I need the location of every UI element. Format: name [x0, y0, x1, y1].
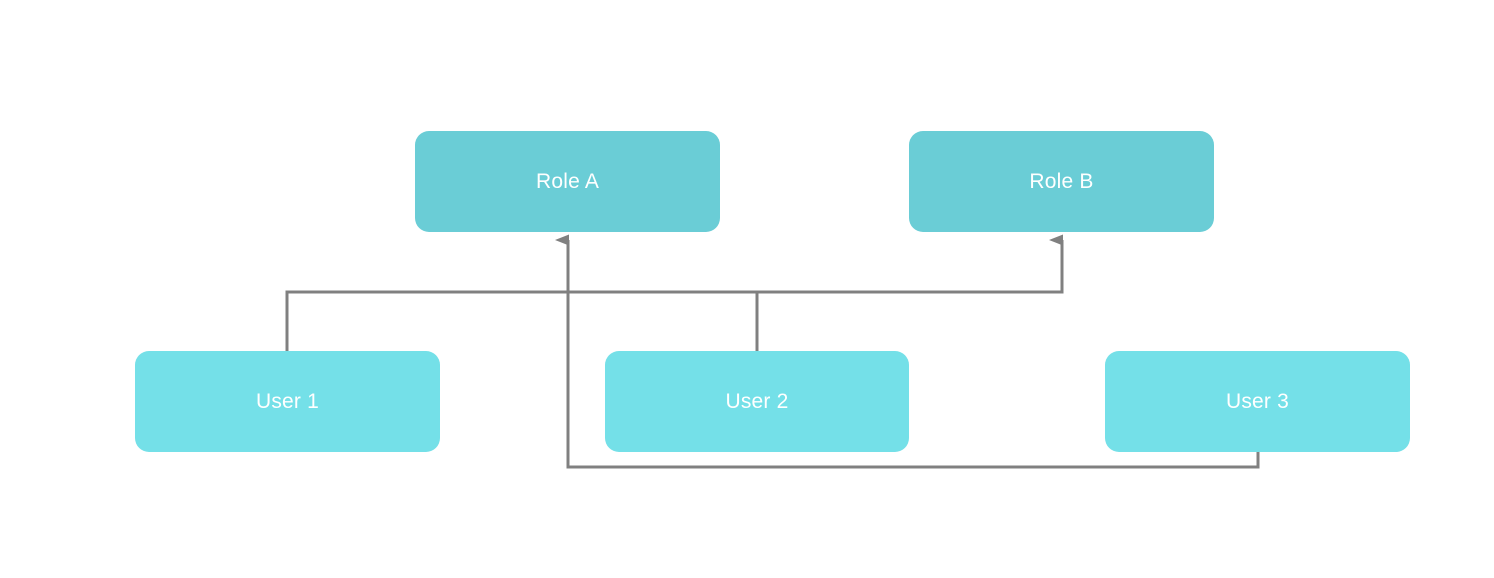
node-user-2[interactable]: User 2 [605, 351, 909, 452]
node-role-a-label: Role A [535, 170, 600, 193]
node-role-a[interactable]: Role A [415, 131, 720, 232]
node-role-b-label: Role B [1029, 170, 1094, 193]
edge-user2-to-role-a [555, 234, 759, 351]
node-user-3[interactable]: User 3 [1105, 351, 1410, 452]
edge-user1-to-role-b [285, 234, 1064, 351]
node-user-1-label: User 1 [255, 390, 320, 413]
node-user-2-label: User 2 [725, 390, 789, 413]
node-role-b[interactable]: Role B [909, 131, 1214, 232]
node-user-3-label: User 3 [1225, 390, 1290, 413]
node-user-1[interactable]: User 1 [135, 351, 440, 452]
